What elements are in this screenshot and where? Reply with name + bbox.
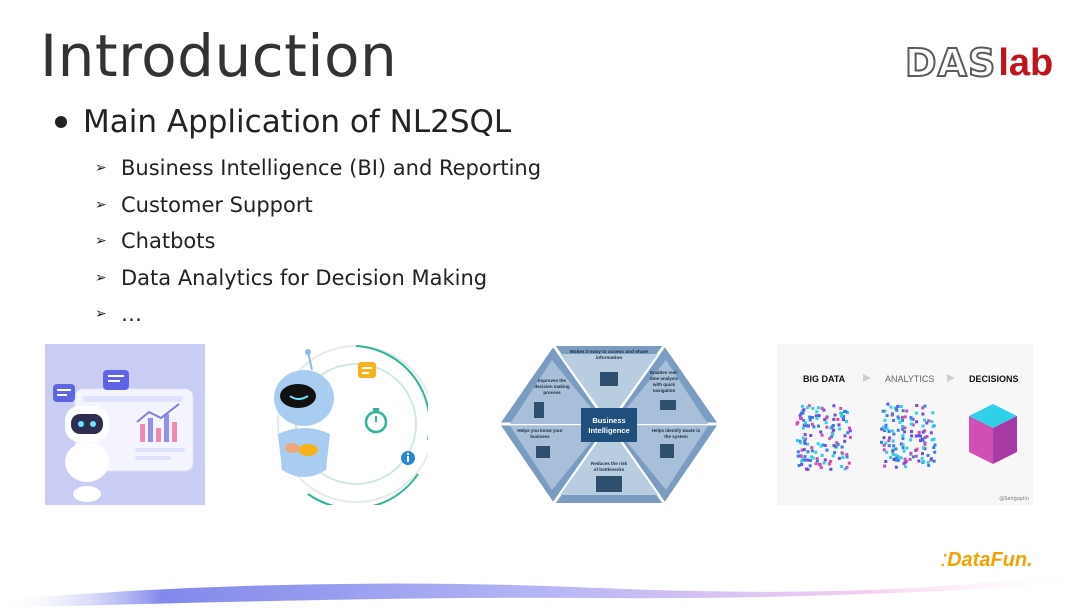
datafun-text: DataFun.: [947, 549, 1033, 571]
analytics-label: ANALYTICS: [885, 374, 934, 384]
bi-left-line2: business: [530, 434, 550, 439]
arrow-right-icon: [863, 374, 871, 382]
list-item: ➢ Data Analytics for Decision Making: [95, 260, 541, 297]
bullet-dot-icon: [55, 116, 67, 128]
solid-cube: [969, 404, 1017, 464]
bi-top-line1: Makes it easy to access and share: [570, 349, 648, 355]
bi-topleft-line2: decision making: [534, 384, 570, 389]
bi-topleft-line3: process: [543, 390, 561, 395]
list-item-text: …: [121, 302, 142, 327]
bi-topright-line2: time analysis: [650, 376, 679, 381]
list-item: ➢ Chatbots: [95, 223, 541, 260]
datafun-dots-icon: ⁚: [940, 553, 946, 570]
bi-center-line2: Intelligence: [588, 426, 629, 435]
chat-bubble-icon: [358, 362, 376, 378]
chatbot-robot-image: [268, 344, 435, 510]
main-bullet-text: Main Application of NL2SQL: [83, 104, 512, 140]
image-credit: @Sangoplin: [999, 496, 1029, 502]
decisions-label: DECISIONS: [969, 374, 1019, 384]
list-item-text: Chatbots: [121, 229, 216, 254]
bi-right-line1: Helps identify waste in: [652, 428, 701, 433]
business-intelligence-diagram: Business Intelligence Makes it easy to a…: [500, 344, 718, 505]
arrow-bullet-icon: ➢: [95, 233, 107, 250]
bi-topright-line4: navigation: [653, 388, 676, 393]
bi-topright-line1: Enables real-: [650, 370, 679, 375]
big-data-label: BIG DATA: [803, 374, 846, 384]
datafun-logo: ⁚DataFun.: [940, 549, 1033, 572]
arrow-bullet-icon: ➢: [95, 269, 107, 286]
main-bullet: Main Application of NL2SQL: [55, 104, 511, 140]
sub-bullet-list: ➢ Business Intelligence (BI) and Reporti…: [95, 150, 541, 333]
list-item: ➢ Customer Support: [95, 187, 541, 224]
scattered-cube-1: [795, 404, 852, 471]
info-icon: [401, 451, 415, 465]
scattered-cube-2: [880, 402, 937, 469]
arrow-bullet-icon: ➢: [95, 306, 107, 323]
list-item-text: Data Analytics for Decision Making: [121, 265, 488, 290]
bi-bottom-line1: Reduces the risk: [591, 461, 628, 466]
arrow-right-icon: [947, 374, 955, 382]
list-item-text: Customer Support: [121, 192, 313, 217]
bi-left-line1: Helps you know your: [517, 428, 563, 433]
logo-lab-text: lab: [998, 41, 1054, 84]
bi-right-line2: the system: [664, 434, 688, 439]
chat-bubble-icon: [53, 384, 75, 402]
arrow-bullet-icon: ➢: [95, 160, 107, 177]
stopwatch-icon: [364, 408, 388, 434]
footer-wave-decoration: [0, 570, 1080, 608]
daslab-logo: DAS lab: [904, 40, 1054, 86]
logo-das-text: DAS: [904, 40, 997, 86]
robot-dashboard-image: [45, 344, 205, 505]
big-data-decisions-image: BIG DATA ANALYTICS DECISIONS @Sangoplin: [777, 344, 1033, 505]
bi-top-line2: information: [596, 355, 622, 361]
arrow-bullet-icon: ➢: [95, 196, 107, 213]
bi-bottom-line2: of bottlenecks: [594, 467, 625, 472]
bi-topright-line3: with quick: [652, 382, 675, 387]
slide-title: Introduction: [40, 22, 398, 90]
list-item: ➢ …: [95, 296, 541, 333]
bi-topleft-line1: Improves the: [538, 378, 567, 383]
list-item-text: Business Intelligence (BI) and Reporting: [121, 156, 542, 181]
list-item: ➢ Business Intelligence (BI) and Reporti…: [95, 150, 541, 187]
bi-center-line1: Business: [592, 416, 625, 425]
